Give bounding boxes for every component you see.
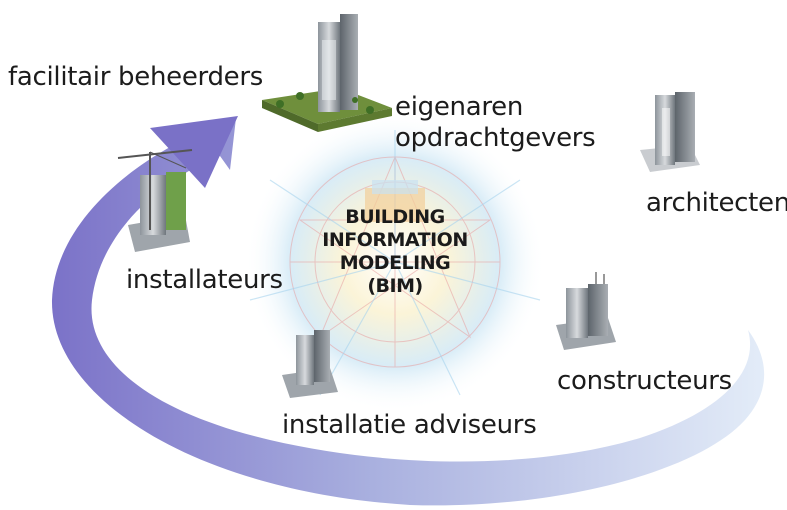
bim-title-line-4: (BIM) — [367, 275, 423, 297]
label-installatie-adviseurs: installatie adviseurs — [282, 410, 537, 440]
label-architecten: architecten — [646, 188, 787, 218]
highrise-building-icon — [282, 330, 338, 398]
tall-building-icon — [640, 92, 700, 172]
label-constructeurs: constructeurs — [557, 366, 732, 396]
bim-title: BUILDING INFORMATION MODELING (BIM) — [300, 206, 490, 298]
cycle-arrow — [51, 116, 765, 506]
label-facilitair-beheerders: facilitair beheerders — [8, 62, 263, 92]
crane-building-icon — [117, 149, 193, 252]
office-building-icon — [556, 272, 616, 350]
bim-title-line-2: INFORMATION — [322, 229, 468, 251]
label-opdrachtgevers: opdrachtgevers — [395, 123, 596, 153]
tower-building-icon — [262, 14, 392, 132]
bim-title-line-3: MODELING — [339, 252, 451, 274]
bim-title-line-1: BUILDING — [345, 206, 445, 228]
label-installateurs: installateurs — [126, 265, 283, 295]
label-eigenaren: eigenaren — [395, 92, 524, 122]
